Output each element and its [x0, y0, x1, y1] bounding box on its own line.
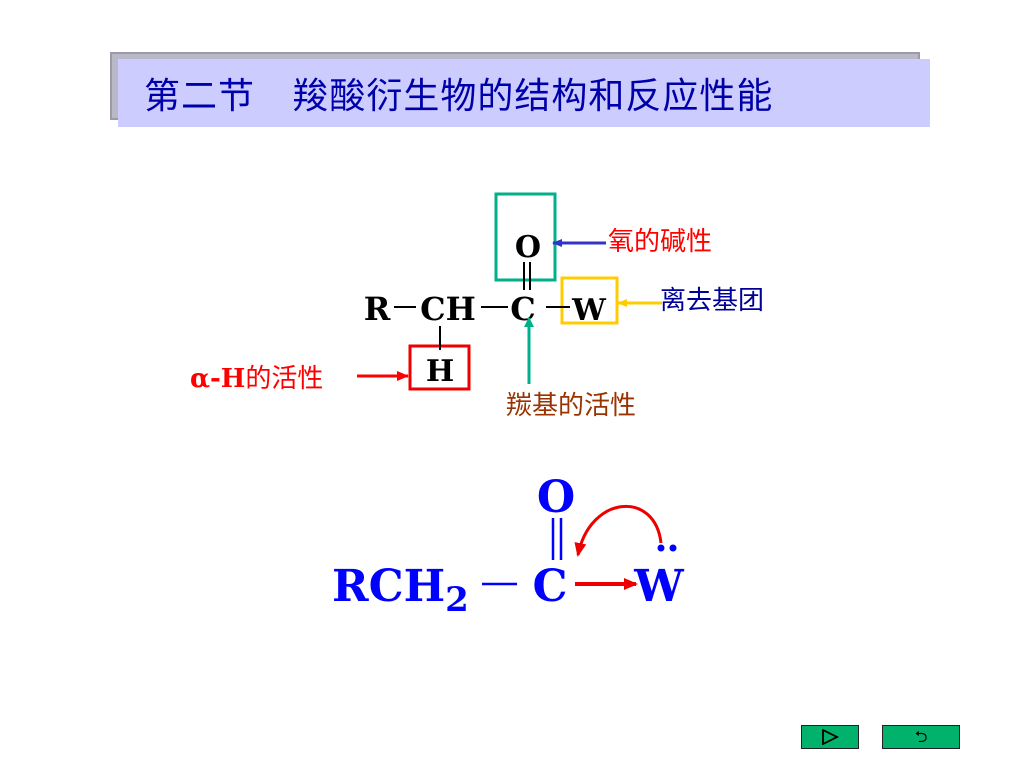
atom-r: R — [364, 290, 391, 328]
page-title: 第二节 羧酸衍生物的结构和反应性能 — [144, 76, 774, 117]
oxygen-highlight-box — [494, 192, 557, 282]
atom-ch: CH — [420, 290, 476, 328]
structure-1: O R CH C W H 氧的碱性 离去基团 α-H的活性 羰基的活性 — [190, 192, 764, 421]
label-oxygen-basicity: 氧的碱性 — [608, 227, 712, 257]
next-button[interactable] — [801, 725, 859, 749]
label-leaving-group: 离去基团 — [660, 286, 764, 316]
label-alpha-h: α-H的活性 — [190, 364, 323, 394]
atom-c: C — [510, 290, 535, 328]
structure-2: O RCH2 C W — [332, 472, 684, 620]
return-button[interactable]: ⮌ — [882, 725, 960, 749]
atom-o: O — [515, 230, 541, 265]
atom-o-2: O — [537, 472, 575, 523]
atom-w-2: W — [633, 561, 684, 612]
return-arrow-icon: ⮌ — [914, 727, 928, 746]
atom-c-2: C — [532, 561, 567, 612]
lone-pair-dot-2 — [669, 544, 677, 552]
play-triangle-icon — [822, 729, 840, 745]
subscript-2: 2 — [445, 580, 469, 620]
lone-pair-dot-1 — [657, 544, 665, 552]
label-alpha-h-prefix: α-H — [190, 364, 245, 394]
label-carbonyl-activity: 羰基的活性 — [506, 391, 636, 421]
group-rch: RCH — [332, 561, 445, 612]
curved-arrow-resonance — [574, 505, 663, 557]
atom-w: W — [571, 293, 607, 328]
group-rch2: RCH2 — [332, 561, 469, 620]
atom-h: H — [426, 354, 454, 389]
label-alpha-h-suffix: 的活性 — [245, 364, 323, 394]
title-banner: 第二节 羧酸衍生物的结构和反应性能 — [118, 59, 930, 127]
